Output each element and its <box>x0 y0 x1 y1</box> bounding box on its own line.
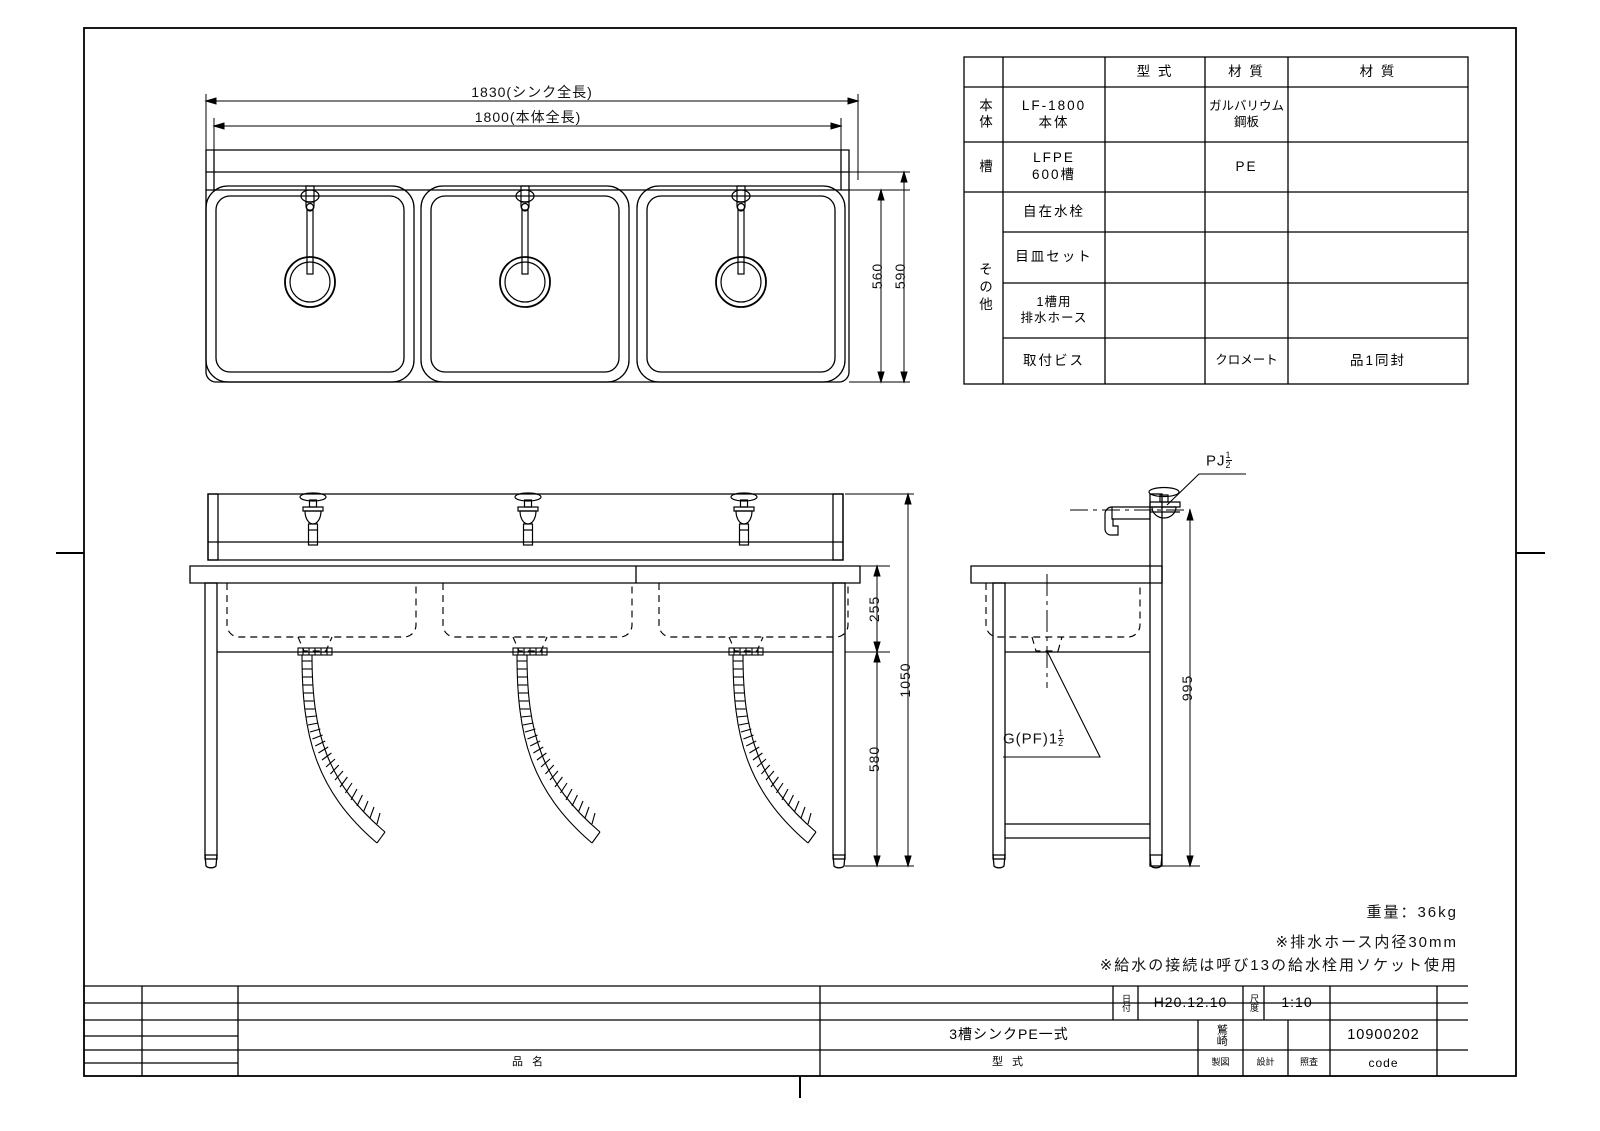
table-row-material1-2: PE <box>1235 158 1258 174</box>
callout-supply-prefix: PJ <box>1206 452 1226 470</box>
note-water-supply: ※給水の接続は呼び13の給水栓用ソケット使用 <box>1099 957 1458 974</box>
dim-plan-depth-inner: 560 <box>869 262 885 290</box>
title-code-label: code <box>1368 1055 1399 1070</box>
dim-elev-under: 580 <box>866 745 882 773</box>
title-date-label: 日付 <box>1121 994 1131 1012</box>
table-row-name-6: 取付ビス <box>1023 352 1085 368</box>
title-drafter: 鷲崎 <box>1215 1024 1228 1046</box>
table-group-body: 本体 <box>976 98 992 131</box>
table-row-name-1: LF-1800 本体 <box>1021 97 1087 130</box>
dim-elev-backsplash: 255 <box>866 595 882 623</box>
title-model-label: 型 式 <box>991 1056 1027 1069</box>
table-row-name-4: 目皿セット <box>1015 249 1093 265</box>
table-row-material2-6: 品1同封 <box>1349 352 1406 368</box>
title-scale-label: 尺度 <box>1249 994 1259 1012</box>
title-date-value: H20.12.10 <box>1153 994 1228 1011</box>
note-hose-diameter: ※排水ホース内径30mm <box>1275 934 1458 951</box>
title-product-label-left: 品 名 <box>511 1056 547 1069</box>
table-header-material1: 材 質 <box>1228 63 1265 79</box>
table-row-name-5: 1槽用 排水ホース <box>1020 294 1088 325</box>
note-weight: 重量：36kg <box>1366 904 1458 921</box>
dim-plan-depth-outer: 590 <box>892 262 908 290</box>
table-group-other: その他 <box>976 261 992 315</box>
table-row-name-2: LFPE 600槽 <box>1031 150 1077 182</box>
title-design-label: 設計 <box>1256 1057 1275 1068</box>
dim-plan-overall-sink: 1830(シンク全長) <box>471 84 593 100</box>
title-check-label: 照査 <box>1299 1057 1318 1068</box>
title-drafting-label: 製図 <box>1211 1057 1230 1068</box>
table-header-model: 型 式 <box>1136 63 1174 79</box>
callout-drain-prefix: G(PF)1 <box>1003 730 1059 748</box>
dim-plan-overall-body: 1800(本体全長) <box>474 109 582 125</box>
title-product-name: 3槽シンクPE一式 <box>949 1026 1069 1043</box>
table-row-material1-1: ガルバリウム 鋼板 <box>1208 98 1284 129</box>
dim-side-height: 995 <box>1179 674 1195 702</box>
table-row-material1-6: クロメート <box>1215 353 1278 368</box>
table-group-tank: 槽 <box>976 158 992 176</box>
table-header-material2: 材 質 <box>1359 63 1397 79</box>
title-drawing-number: 10900202 <box>1347 1026 1420 1043</box>
title-scale-value: 1:10 <box>1281 994 1313 1011</box>
table-row-name-3: 自在水栓 <box>1023 203 1085 219</box>
dim-elev-total: 1050 <box>897 662 913 698</box>
